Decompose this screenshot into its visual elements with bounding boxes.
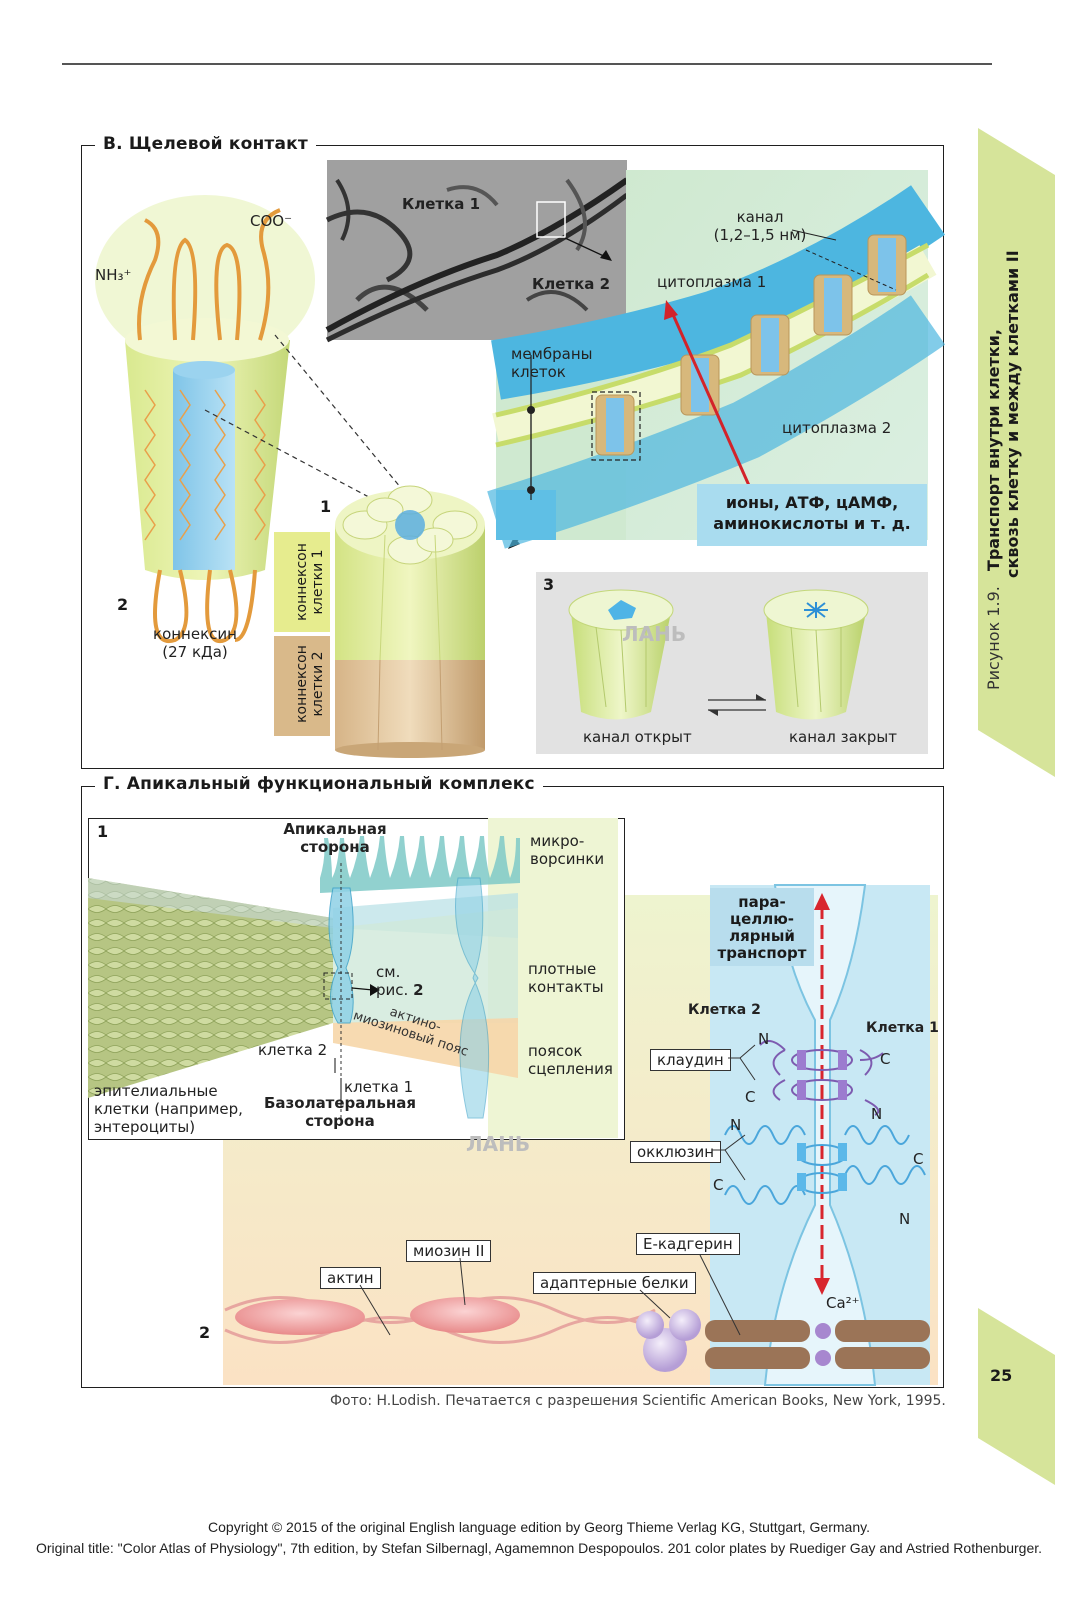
panel-gap-junction-title: В. Щелевой контакт [95,134,316,154]
fig-v-num-3: 3 [543,575,555,594]
fig-v-num-2: 2 [117,595,129,614]
fig-g-num-2: 2 [199,1323,211,1342]
inset-1-illustration [88,818,618,1138]
actin-label: актин [320,1267,381,1289]
microvilli-label: микро-ворсинки [530,832,605,868]
calcium-label: Ca²⁺ [826,1294,860,1312]
connexon-cell2-label-box [274,636,330,736]
page-number: 25 [990,1366,1013,1385]
occludin-n-right: N [899,1210,911,1228]
cell2-small-label: клетка 2 [258,1041,328,1059]
claudin-c-right: C [880,1050,891,1068]
cell1-small-label: клетка 1 [344,1078,414,1096]
cytoplasm-1-label: цитоплазма 1 [657,273,767,291]
coo-label: COO⁻ [250,212,293,230]
connexin-label: коннексин(27 кДа) [153,625,237,661]
cell1-big-label: Клетка 1 [866,1020,939,1036]
channel-closed-label: канал закрыт [789,728,897,746]
connexon-cell1-label-box [274,532,330,632]
nh3-label: NH₃⁺ [95,266,132,284]
watermark-v: ЛАНЬ [622,622,687,646]
panel-gap-junction [81,145,944,769]
channel-size-label: канал(1,2–1,5 нм) [713,208,807,244]
occludin-label: окклюзин [630,1141,722,1163]
channel-states [568,589,869,720]
myosin-label: миозин II [406,1240,492,1262]
em-cell2-label: Клетка 2 [532,275,611,293]
copyright-line-1: Copyright © 2015 of the original English… [208,1519,870,1535]
copyright-line-2: Original title: "Color Atlas of Physiolo… [35,1540,1043,1556]
top-rule [62,63,992,65]
photo-credit: Фото: H.Lodish. Печатается с разрешения … [330,1393,946,1409]
paracellular-diagram [705,884,930,1386]
figure-title-2: сквозь клетку и между клетками II [1003,250,1022,578]
channel-open-label: канал открыт [583,728,692,746]
electron-micrograph [325,160,629,343]
claudin-label: клаудин [650,1049,731,1071]
adapter-proteins-label: адаптерные белки [533,1272,696,1294]
claudin-n-top: N [758,1030,770,1048]
figure-label: Рисунок 1.9. [984,586,1003,690]
em-cell1-label: Клетка 1 [402,195,481,213]
occludin-c-right: C [913,1150,924,1168]
actomyosin-belt [224,1296,701,1372]
gap-junction-membrane-diagram [487,170,946,549]
connexon-stack [335,485,485,758]
fig-v-num-1: 1 [320,497,332,516]
see-fig-2-label: см.рис. 2 [376,963,424,999]
occludin-c-left: C [713,1176,724,1194]
fig-g-num-1: 1 [97,822,109,841]
claudin-c-left: C [745,1088,756,1106]
cell2-big-label: Клетка 2 [688,1002,761,1018]
panel-apical-complex-title: Г. Апикальный функциональный комплекс [95,774,543,794]
claudin-n-right: N [871,1105,883,1123]
figure-title-1: Транспорт внутри клетки, [984,329,1003,572]
watermark-g: ЛАНЬ [466,1132,531,1156]
cytoplasm-2-label: цитоплазма 2 [782,419,892,437]
occludin-n-left: N [730,1116,742,1134]
transported-substances-box: ионы, АТФ, цАМФ,аминокислоты и т. д. [697,484,927,546]
ecadherin-label: Е-кадгерин [636,1233,740,1255]
